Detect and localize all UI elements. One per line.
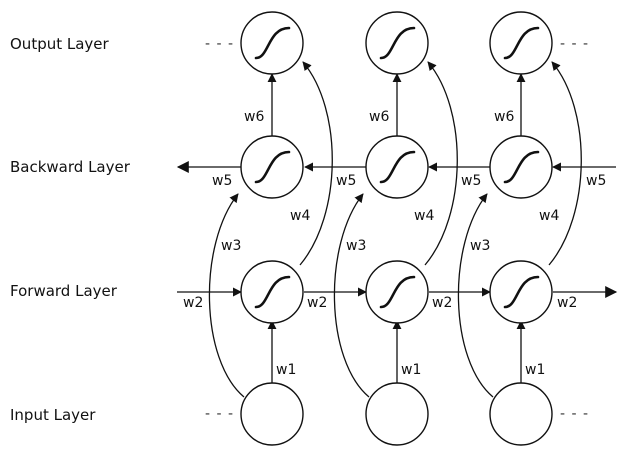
weight-label-w6-2: w6 xyxy=(369,109,389,125)
weight-label-w1-2: w1 xyxy=(401,362,421,378)
weight-label-w2-1: w2 xyxy=(307,295,327,311)
edge-forward-output-2 xyxy=(424,61,458,266)
weight-label-w6-3: w6 xyxy=(494,109,514,125)
output-layer-label: Output Layer xyxy=(10,35,110,53)
sigmoid-icon xyxy=(379,26,416,60)
sigmoid-icon xyxy=(379,275,416,309)
output-node-2 xyxy=(365,11,429,75)
weight-label-w3-1: w3 xyxy=(221,238,241,254)
edge-input-backward-3 xyxy=(457,193,494,398)
input-right-ellipsis: - - - xyxy=(560,406,589,422)
output-left-ellipsis: - - - xyxy=(205,36,234,52)
edge-forward-output-3 xyxy=(548,61,582,266)
weight-label-w3-3: w3 xyxy=(470,238,490,254)
sigmoid-icon xyxy=(254,150,291,184)
output-node-1 xyxy=(240,11,304,75)
input-node-3 xyxy=(489,382,553,446)
sigmoid-icon xyxy=(254,26,291,60)
sigmoid-icon xyxy=(254,275,291,309)
forward-node-1 xyxy=(240,260,304,324)
sigmoid-icon xyxy=(503,275,540,309)
weight-label-w2-0: w2 xyxy=(183,295,203,311)
edge-input-backward-1 xyxy=(208,193,245,398)
backward-node-3 xyxy=(489,135,553,199)
sigmoid-icon xyxy=(379,150,416,184)
forward-node-3 xyxy=(489,260,553,324)
weight-label-w6-1: w6 xyxy=(244,109,264,125)
weight-label-w5-4: w5 xyxy=(586,173,606,189)
weight-label-w3-2: w3 xyxy=(346,238,366,254)
forward-layer-label: Forward Layer xyxy=(10,282,118,300)
input-left-ellipsis: - - - xyxy=(205,406,234,422)
weight-label-w4-1: w4 xyxy=(290,208,310,224)
edge-input-backward-2 xyxy=(333,193,370,398)
weight-label-w1-1: w1 xyxy=(276,362,296,378)
backward-node-1 xyxy=(240,135,304,199)
weight-label-w2-3: w2 xyxy=(557,295,577,311)
edge-forward-output-1 xyxy=(299,61,333,266)
weight-label-w4-2: w4 xyxy=(414,208,434,224)
forward-node-2 xyxy=(365,260,429,324)
weight-label-w2-2: w2 xyxy=(432,295,452,311)
sigmoid-icon xyxy=(503,150,540,184)
backward-node-2 xyxy=(365,135,429,199)
sigmoid-icon xyxy=(503,26,540,60)
input-layer-label: Input Layer xyxy=(10,406,96,424)
input-node-2 xyxy=(365,382,429,446)
output-right-ellipsis: - - - xyxy=(560,36,589,52)
weight-label-w1-3: w1 xyxy=(525,362,545,378)
weight-label-w5-3: w5 xyxy=(461,173,481,189)
weight-label-w4-3: w4 xyxy=(539,208,559,224)
weight-label-w5-1: w5 xyxy=(212,173,232,189)
input-node-1 xyxy=(240,382,304,446)
output-node-3 xyxy=(489,11,553,75)
backward-layer-label: Backward Layer xyxy=(10,158,131,176)
weight-label-w5-2: w5 xyxy=(336,173,356,189)
